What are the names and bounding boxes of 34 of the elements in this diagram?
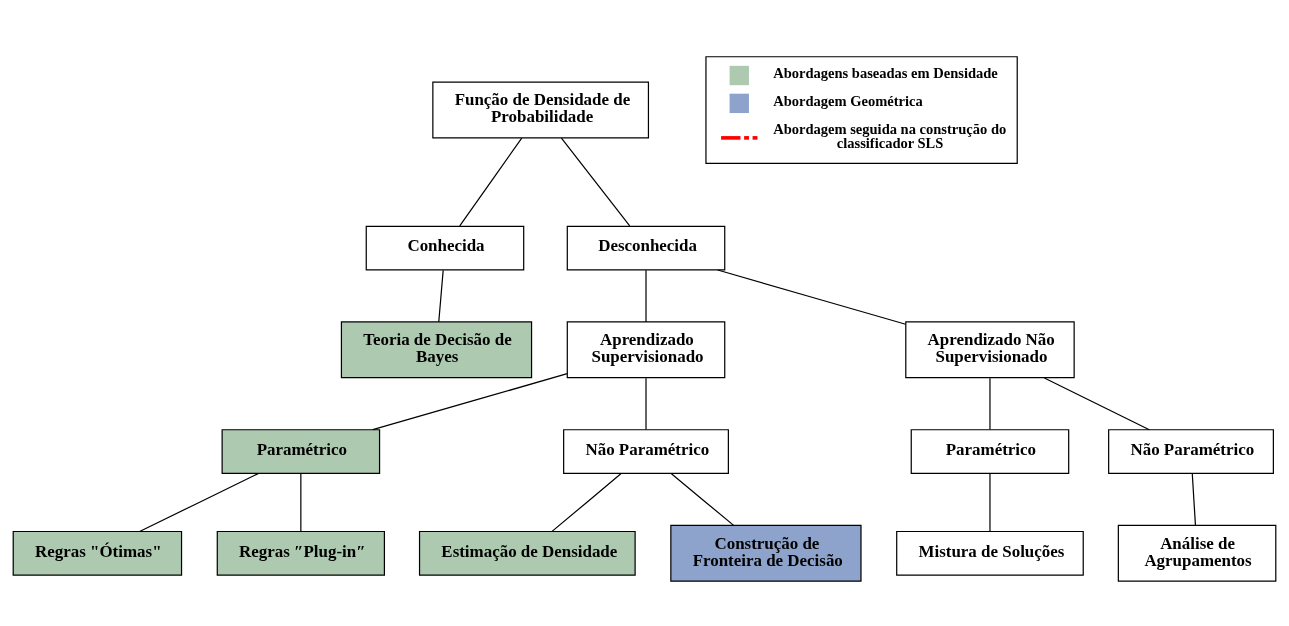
legend-label: Abordagens baseadas em Densidade bbox=[773, 64, 998, 81]
node-box: Regras ″Plug-in″ bbox=[216, 530, 385, 576]
node-box: Aprendizado Não Supervisionado bbox=[905, 320, 1075, 378]
connector bbox=[1191, 472, 1197, 526]
node-box: Estimação de Densidade bbox=[418, 530, 636, 576]
connector bbox=[551, 472, 622, 532]
node-box: Não Paramétrico bbox=[563, 428, 729, 474]
node-box: Mistura de Soluções bbox=[896, 530, 1084, 576]
connector bbox=[670, 472, 735, 526]
legend-label: Abordagem seguida na construção do classificador SLS bbox=[773, 120, 1007, 151]
connector bbox=[989, 472, 991, 532]
node-box: Não Paramétrico bbox=[1108, 428, 1274, 474]
legend-label: Abordagem Geométrica bbox=[773, 92, 923, 109]
connector bbox=[372, 372, 568, 430]
node-box: Conhecida bbox=[365, 225, 525, 270]
connector bbox=[560, 136, 631, 227]
node-box: Paramétrico bbox=[910, 428, 1070, 474]
connector bbox=[645, 269, 647, 322]
node-box: Função de Densidade de Probabilidade bbox=[432, 81, 650, 138]
node-box: Análise de Agrupamentos bbox=[1117, 524, 1277, 582]
node-box: Regras "Ótimas" bbox=[12, 530, 183, 576]
connector bbox=[645, 377, 647, 430]
connector bbox=[717, 268, 907, 325]
connector bbox=[989, 377, 991, 430]
node-box: Teoria de Decisão de Bayes bbox=[340, 320, 533, 378]
connector bbox=[438, 269, 444, 322]
node-box: Paramétrico bbox=[221, 428, 381, 474]
connector bbox=[300, 472, 302, 532]
node-box: Desconhecida bbox=[566, 225, 726, 270]
connector bbox=[139, 472, 259, 532]
connector bbox=[459, 136, 523, 227]
node-box: Aprendizado Supervisionado bbox=[566, 320, 726, 378]
node-box: Construção de Fronteira de Decisão bbox=[670, 524, 862, 582]
connector bbox=[1043, 376, 1150, 430]
